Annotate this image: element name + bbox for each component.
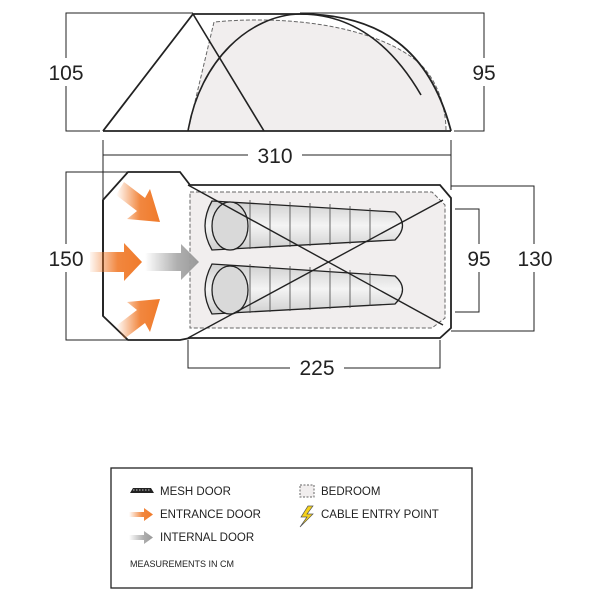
legend-bedroom: BEDROOM — [321, 486, 380, 498]
dim-130-label: 130 — [517, 248, 552, 271]
entrance-door-arrow-icon — [129, 508, 153, 521]
side-pole-arc — [187, 13, 422, 132]
mesh-door-icon — [130, 488, 154, 493]
dim-310: 310 — [102, 140, 452, 200]
legend-entrance-door: ENTRANCE DOOR — [160, 509, 261, 521]
dim-95-floor-label: 95 — [467, 248, 490, 271]
dim-95-side-label: 95 — [472, 62, 495, 85]
sleeping-bag-bottom-hood — [211, 265, 249, 315]
cable-entry-bolt-icon — [299, 505, 314, 528]
legend-cable-entry-point: CABLE ENTRY POINT — [321, 509, 439, 521]
dim-310-label: 310 — [257, 145, 292, 168]
legend-mesh-door: MESH DOOR — [160, 486, 231, 498]
side-front-pole — [192, 13, 265, 132]
legend-internal-door: INTERNAL DOOR — [160, 532, 254, 544]
sleeping-bag-top-hood — [211, 201, 249, 251]
legend-measurements-note: MEASUREMENTS IN CM — [130, 559, 234, 569]
dim-150-label: 150 — [48, 248, 83, 271]
floor-plan: 150 95 130 225 — [40, 171, 560, 382]
legend-box: MESH DOOR ENTRANCE DOOR INTERNAL DOOR BE… — [110, 467, 473, 589]
side-inner-tent — [187, 19, 447, 132]
entrance-arrow-middle — [88, 243, 142, 281]
pole-cross-b — [187, 184, 444, 326]
dim-225-label: 225 — [299, 357, 334, 380]
pole-cross-a — [187, 199, 444, 339]
dim-105-label: 105 — [48, 62, 83, 85]
entrance-arrow-top — [116, 182, 160, 222]
side-elevation: 105 95 — [40, 12, 506, 132]
sleeping-bag-top — [204, 200, 404, 251]
entrance-arrow-bottom — [116, 299, 160, 339]
internal-door-arrow-icon — [129, 531, 153, 544]
bedroom-swatch-icon — [299, 484, 315, 498]
internal-door-arrow — [145, 244, 199, 280]
